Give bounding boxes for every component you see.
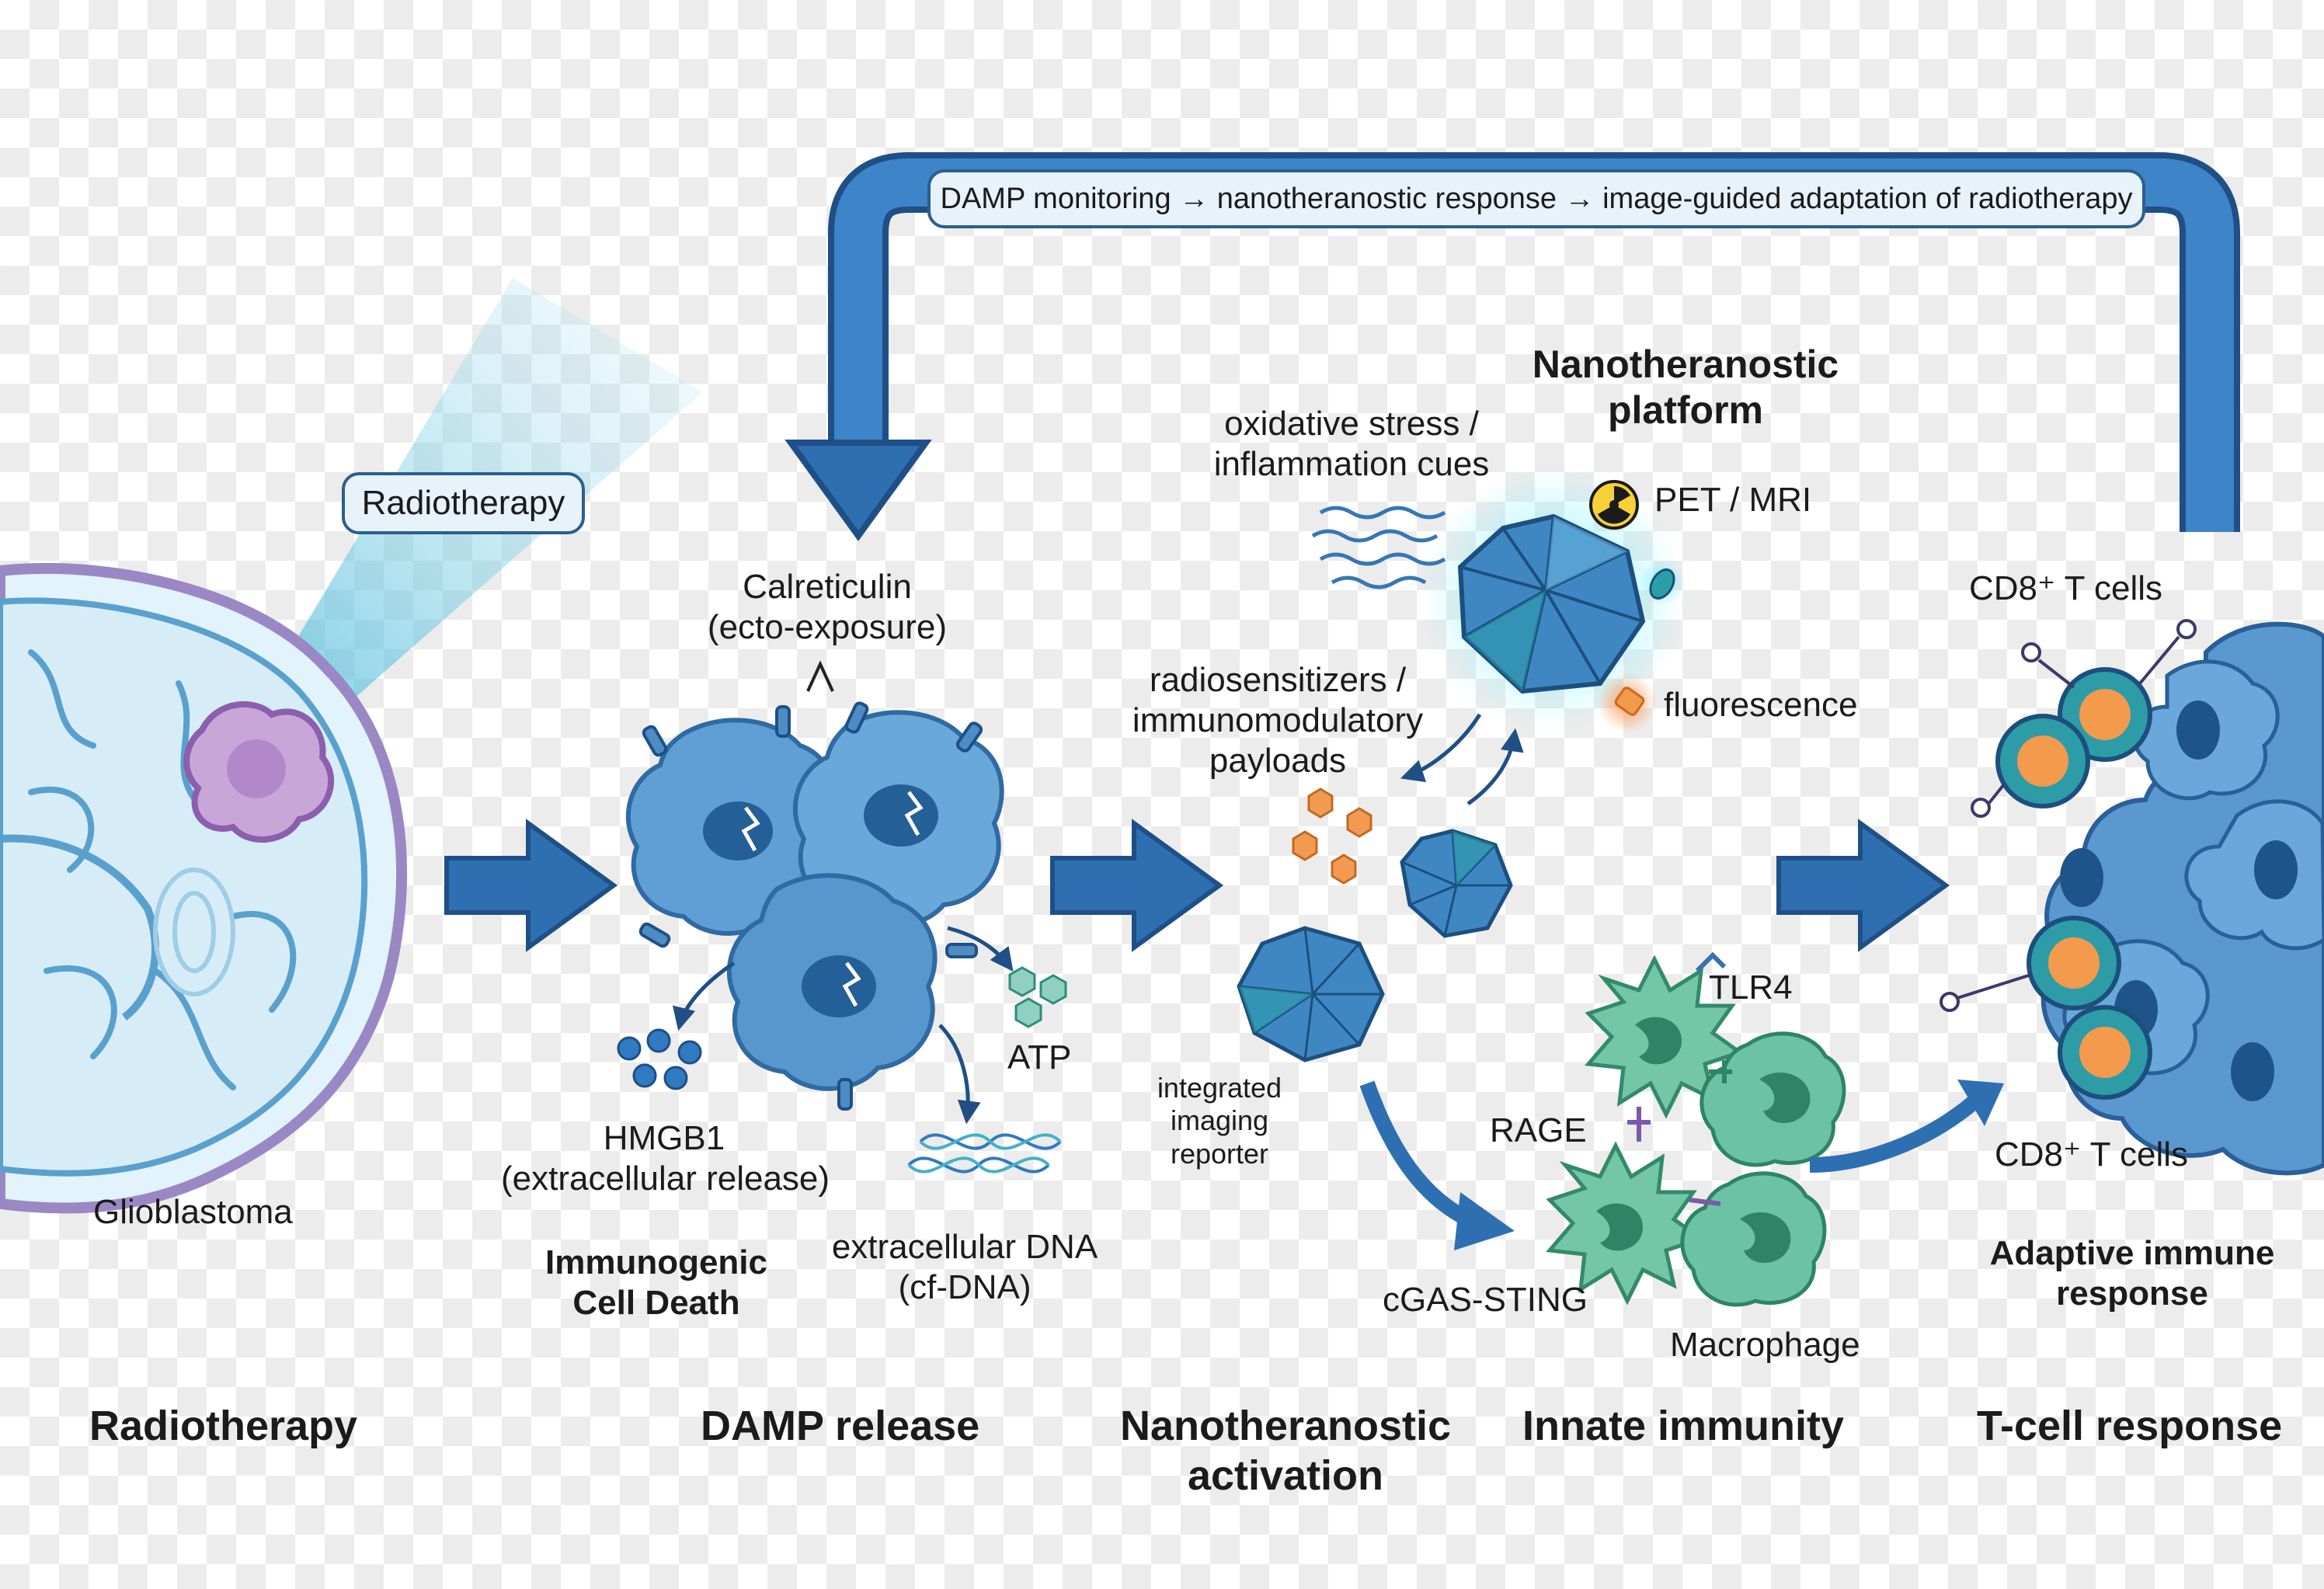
hmgb1-line2: (extracellular release) [501,1159,830,1198]
icd-label: Immunogenic Cell Death [540,1243,773,1323]
tlr4-label: TLR4 [1709,968,1793,1007]
icd-line2: Cell Death [572,1283,740,1322]
glioblastoma-label: Glioblastoma [93,1193,293,1231]
stage-innate-immunity: Innate immunity [1522,1403,1845,1449]
dendritic-cell-bottom [1546,1141,1706,1306]
reporter-to-innate-arrow [1359,1080,1515,1250]
stage-nano-line1: Nanotheranostic [1119,1403,1452,1449]
rage-label: RAGE [1490,1111,1587,1149]
oxidative-line1: oxidative stress / [1224,405,1479,443]
flow-arrow-3 [1776,819,1950,952]
atp-particles [1008,966,1067,1028]
payload-line3: payloads [1209,741,1347,780]
adaptive-label: Adaptive immune response [1981,1233,2284,1314]
flow-arrow-2 [1050,819,1224,952]
dendritic-cell-top [1585,954,1745,1119]
cfdna-line1: extracellular DNA [831,1228,1098,1266]
reporter-line3: reporter [1170,1137,1269,1170]
feedback-banner: DAMP monitoring → nanotheranostic respon… [927,169,2145,228]
cfdna-helix [907,1133,1062,1173]
fluorescence-tag [1598,673,1657,732]
calreticulin-label: Calreticulin (ecto-exposure) [699,567,955,648]
cd8-top-label: CD8⁺ T cells [1969,569,2163,607]
brain-illustration [0,562,408,1214]
nanoparticle-reporter [1237,926,1385,1062]
macrophage-top [1700,1031,1846,1167]
flow-arrow-1 [444,819,618,952]
cgas-sting-label: cGAS-STING [1383,1281,1588,1319]
atp-label: ATP [1007,1038,1072,1076]
calreticulin-line1: Calreticulin [743,568,912,606]
reporter-label: integrated imaging reporter [1142,1072,1297,1170]
pet-mri-label: PET / MRI [1654,481,1812,519]
platform-line1: Nanotheranostic [1532,342,1839,386]
stage-damp-release: DAMP release [701,1403,980,1449]
stage-nanotheranostic: Nanotheranostic activation [1111,1402,1460,1500]
stage-tcell-response: T-cell response [1977,1403,2283,1449]
cd8-t-cells [1940,619,2197,1100]
radiation-icon [1589,480,1639,530]
cd8-bottom-label: CD8⁺ T cells [1995,1135,2189,1173]
hmgb1-line1: HMGB1 [603,1119,725,1157]
icd-line1: Immunogenic [544,1243,768,1281]
calreticulin-line2: (ecto-exposure) [707,607,948,646]
hmgb1-particles [617,1028,702,1090]
payload-label: radiosensitizers / immunomodulatory payl… [1122,660,1433,781]
stage-nano-line2: activation [1187,1452,1384,1499]
activation-arrows [1400,713,1524,806]
oxidative-waves [1311,506,1446,589]
adaptive-line1: Adaptive immune [1989,1234,2275,1272]
cfdna-label: extracellular DNA (cf-DNA) [825,1227,1105,1308]
reporter-line2: imaging [1170,1104,1269,1137]
nanoparticle-small [1400,829,1513,938]
macrophage-label: Macrophage [1670,1326,1860,1364]
oxidative-line2: inflammation cues [1213,444,1490,483]
receptor-links [1627,951,1732,1206]
oxidative-label: oxidative stress / inflammation cues [1208,404,1495,485]
innate-to-tcell-arrow [1809,1080,2004,1173]
radiotherapy-tag: Radiotherapy [342,472,585,534]
calreticulin-caret [806,660,834,692]
payload-line1: radiosensitizers / [1149,661,1407,699]
stage-radiotherapy: Radiotherapy [89,1403,358,1449]
hmgb1-label: HMGB1 (extracellular release) [501,1118,830,1199]
macrophage-bottom [1680,1171,1827,1307]
payload-hexagons [1292,788,1372,885]
fluorescence-label: fluorescence [1664,686,1858,724]
platform-label: Nanotheranostic platform [1515,342,1856,433]
reporter-line1: integrated [1157,1072,1282,1104]
probe-icon [1639,559,1686,606]
adaptive-line2: response [2056,1274,2208,1313]
damp-release-arrows [672,926,1014,1125]
dying-tumor-cells [625,701,1004,1111]
platform-line2: platform [1608,388,1763,432]
cfdna-line2: (cf-DNA) [898,1267,1032,1306]
nanoparticle-large [1421,466,1686,730]
payload-line2: immunomodulatory [1132,701,1424,739]
